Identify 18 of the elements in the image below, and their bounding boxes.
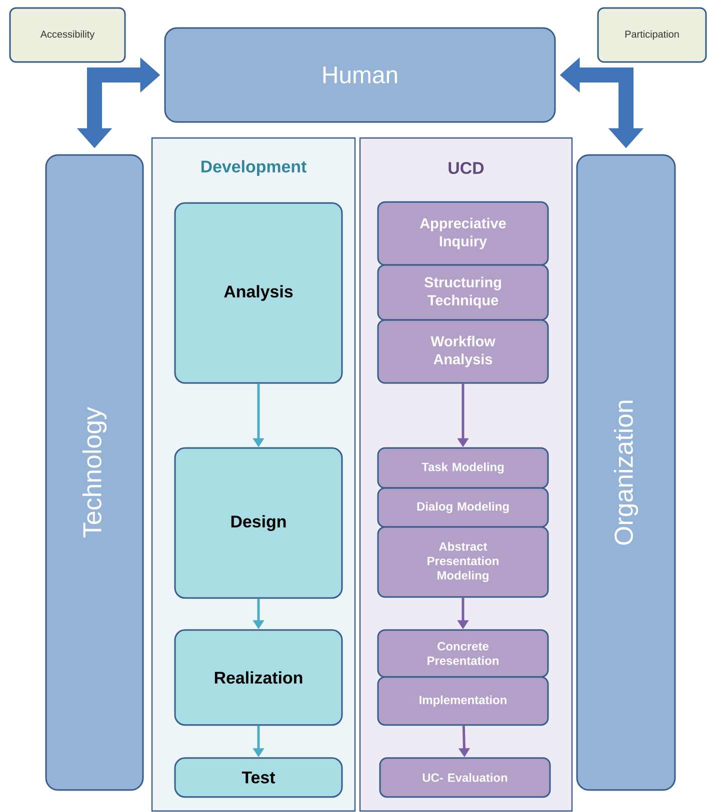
tag-box: Accessibility (9, 7, 126, 63)
method-box: Appreciative Inquiry (377, 201, 549, 266)
process-box: Test (174, 757, 343, 798)
method-box: Implementation (377, 676, 549, 726)
method-box: Workflow Analysis (377, 319, 549, 384)
pillar-box: Organization (576, 154, 676, 791)
method-box: Dialog Modeling (377, 487, 549, 528)
method-box: Concrete Presentation (377, 629, 549, 678)
pillar-box: Technology (45, 154, 144, 791)
method-box: Task Modeling (377, 447, 549, 489)
process-box: Analysis (174, 202, 343, 384)
process-box: Realization (174, 629, 343, 726)
process-box: Design (174, 447, 343, 599)
human-box: Human (164, 27, 556, 123)
method-box: UC- Evaluation (379, 757, 551, 798)
tag-box: Participation (597, 7, 707, 63)
method-box: Structuring Technique (377, 264, 549, 321)
method-box: Abstract Presentation Modeling (377, 526, 549, 598)
